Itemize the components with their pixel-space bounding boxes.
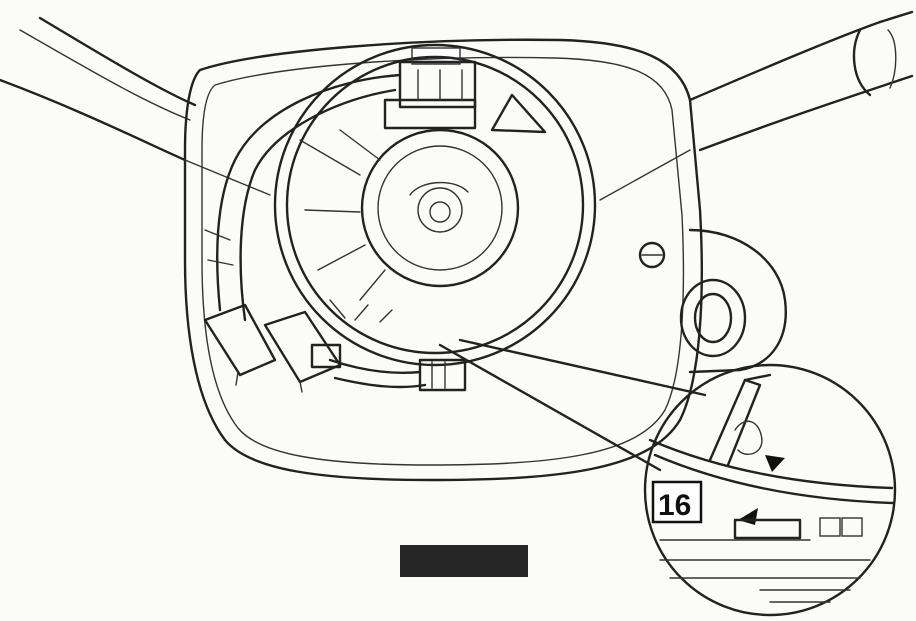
marker-triangle-lower-icon (738, 508, 758, 525)
left-stalk (0, 16, 197, 162)
magnified-detail: 16 (643, 363, 897, 617)
top-connector (383, 47, 477, 130)
wiring-harness (204, 73, 427, 389)
screw-icon (638, 241, 666, 269)
small-connector (418, 358, 467, 392)
alignment-arrow-icon (490, 93, 547, 134)
black-bar (400, 545, 528, 577)
marker-triangle-icon (765, 455, 785, 472)
ignition-barrel (679, 278, 747, 358)
clockspring (273, 43, 597, 367)
detail-leader (438, 338, 707, 472)
callout-number: 16 (658, 489, 691, 522)
clockspring-hub (360, 128, 520, 288)
lower-connectors (203, 303, 467, 393)
ignition-housing (638, 228, 787, 374)
callout-box (651, 480, 703, 524)
right-stalk (688, 10, 914, 152)
